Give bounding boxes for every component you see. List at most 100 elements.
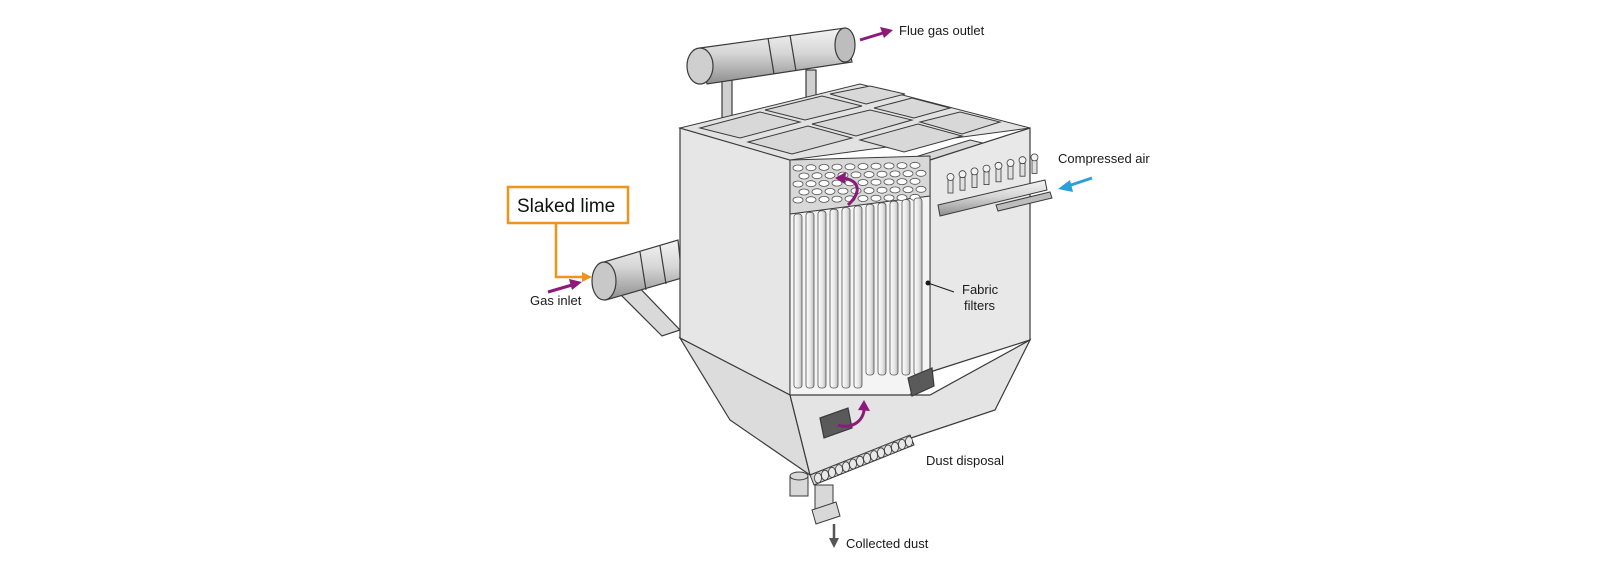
tube-hole xyxy=(857,195,869,202)
fabric-filters-label-line2: filters xyxy=(964,298,996,313)
filter-bag xyxy=(841,207,851,389)
tube-hole xyxy=(902,170,914,178)
fabric-filters-pointer-line xyxy=(927,282,955,293)
gas-inlet-label: Gas inlet xyxy=(530,293,582,308)
fabric-filters-label-line1: Fabric xyxy=(962,282,999,297)
tube-hole xyxy=(896,178,908,186)
tube-hole xyxy=(811,172,823,180)
filter-bag xyxy=(793,213,803,389)
dust-disposal-label: Dust disposal xyxy=(926,453,1004,468)
screw-flight xyxy=(856,455,864,467)
gas-inlet-duct xyxy=(591,239,683,337)
filter-bag xyxy=(901,199,911,376)
tube-hole xyxy=(889,186,901,194)
screw-flight xyxy=(814,472,822,484)
screw-flight xyxy=(842,461,850,473)
screw-flight xyxy=(863,452,871,464)
tube-hole xyxy=(915,169,927,177)
tube-hole xyxy=(863,171,875,178)
filter-bag xyxy=(817,210,827,389)
pulse-valve-head xyxy=(970,167,979,176)
flow-arrowhead-top xyxy=(835,172,846,184)
slaked-lime-arrowhead xyxy=(582,272,592,282)
screw-flight xyxy=(835,464,843,476)
slaked-lime-label: Slaked lime xyxy=(517,196,615,217)
tube-hole xyxy=(831,195,843,203)
screw-flight xyxy=(870,450,878,462)
tube-hole xyxy=(818,195,830,203)
screw-flight xyxy=(884,444,892,456)
filter-bag xyxy=(865,203,875,376)
screw-flight xyxy=(898,438,906,450)
tube-hole xyxy=(870,178,882,186)
pulse-valve-head xyxy=(982,164,991,173)
filter-bag xyxy=(853,205,863,389)
pulse-valve xyxy=(947,178,954,194)
tube-hole xyxy=(850,171,862,179)
tube-hole xyxy=(805,196,817,204)
tube-hole xyxy=(896,162,908,170)
flue-gas-outlet-label: Flue gas outlet xyxy=(899,23,985,38)
pulse-valve xyxy=(1007,164,1014,180)
tube-hole xyxy=(883,178,895,186)
slaked-lime-connector xyxy=(554,223,584,279)
filter-bag xyxy=(889,200,899,376)
pulse-valve xyxy=(971,172,978,188)
compressed-air-manifold xyxy=(937,153,1053,217)
pulse-valve-head xyxy=(994,161,1003,170)
tube-hole xyxy=(824,187,836,195)
collected-dust-label: Collected dust xyxy=(846,536,929,551)
pulse-valve xyxy=(1019,161,1026,177)
tube-hole xyxy=(909,161,921,169)
tube-hole xyxy=(889,170,901,178)
tube-hole xyxy=(870,194,882,202)
screw-flight xyxy=(821,469,829,481)
tube-hole xyxy=(876,186,888,194)
tube-hole xyxy=(805,164,817,172)
tube-hole xyxy=(831,179,843,187)
screw-conveyor xyxy=(809,434,915,486)
housing-right-face xyxy=(929,127,1031,373)
collected-dust-arrow xyxy=(829,524,839,548)
slaked-lime-box xyxy=(506,185,630,225)
filter-bag xyxy=(829,208,839,389)
tube-hole xyxy=(792,164,804,172)
tube-hole xyxy=(857,179,869,186)
filter-bag xyxy=(877,202,887,376)
tube-sheet-holes xyxy=(792,161,927,204)
tube-hole xyxy=(883,194,895,202)
tube-hole xyxy=(792,180,804,188)
tube-hole xyxy=(792,196,804,204)
tube-hole xyxy=(909,177,921,185)
gas-inlet-arrow xyxy=(547,279,582,294)
tube-hole xyxy=(837,187,849,195)
compressed-air-arrow xyxy=(1058,176,1093,192)
filter-bag xyxy=(913,197,923,376)
pulse-valve xyxy=(983,170,990,186)
compressed-air-label: Compressed air xyxy=(1058,151,1150,166)
flue-gas-outlet-duct xyxy=(686,27,856,126)
tube-hole xyxy=(883,162,895,170)
dust-discharge xyxy=(789,471,841,525)
pulse-valve-head xyxy=(1030,153,1039,162)
tube-hole xyxy=(870,162,882,170)
screw-flight xyxy=(828,466,836,478)
tube-hole xyxy=(818,163,830,171)
screw-flight xyxy=(891,441,899,453)
tube-hole xyxy=(811,188,823,196)
tube-hole xyxy=(798,188,810,196)
tube-hole xyxy=(902,186,914,194)
tube-hole xyxy=(844,163,856,171)
screw-flight xyxy=(905,436,913,448)
fabric-filter-bags xyxy=(793,197,923,389)
pulse-valve xyxy=(959,175,966,191)
screw-flight xyxy=(849,458,857,470)
tube-hole xyxy=(915,185,927,193)
filter-bag xyxy=(805,211,815,389)
pulse-valve xyxy=(995,167,1002,183)
flue-gas-outlet-arrow xyxy=(859,27,893,42)
roof-panels xyxy=(678,83,1031,169)
pulse-valve-head xyxy=(946,173,955,181)
pulse-valve-head xyxy=(1018,156,1027,165)
